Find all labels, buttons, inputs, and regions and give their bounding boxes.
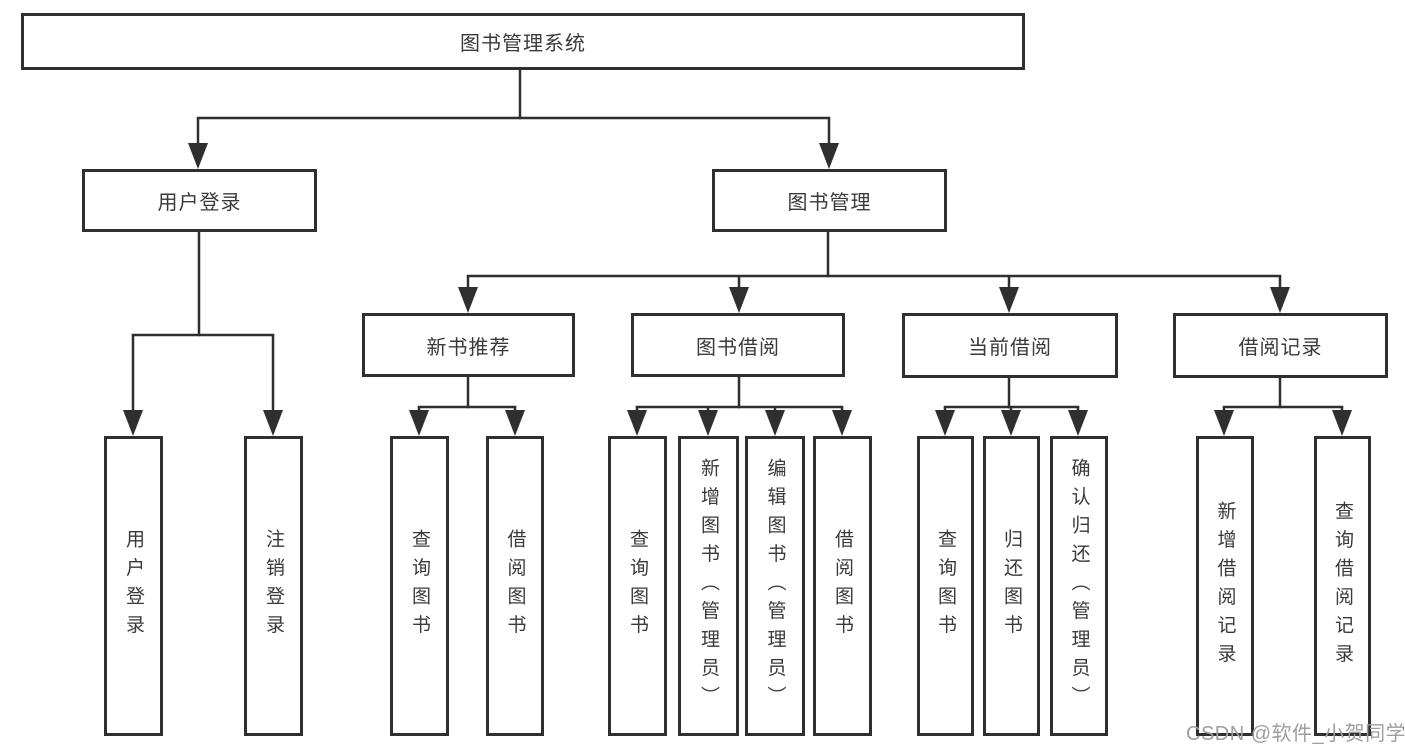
node-book-borrow-label: 图书借阅 bbox=[696, 336, 780, 359]
leaf-br-add-record: 新增借阅记录 bbox=[1196, 436, 1254, 736]
node-book-borrow: 图书借阅 bbox=[631, 313, 845, 377]
node-current-borrow-label: 当前借阅 bbox=[968, 337, 1052, 359]
arrowhead bbox=[505, 410, 525, 436]
leaf-bb-query-books: 查询图书 bbox=[608, 436, 667, 736]
leaf-user-login-label: 用户登录 bbox=[123, 529, 144, 643]
connector-user-login-children bbox=[123, 232, 283, 436]
leaf-cb-query-books: 查询图书 bbox=[917, 436, 974, 736]
arrowhead bbox=[819, 143, 839, 169]
node-root-label: 图书管理系统 bbox=[460, 33, 586, 55]
node-new-book-rec: 新书推荐 bbox=[362, 313, 575, 377]
arrowhead bbox=[999, 287, 1019, 313]
leaf-cb-confirm-return-admin: 确认归还（管理员） bbox=[1050, 436, 1108, 736]
arrowhead bbox=[1332, 410, 1352, 436]
node-user-login-label: 用户登录 bbox=[157, 192, 242, 214]
node-book-mgmt: 图书管理 bbox=[712, 169, 947, 232]
leaf-logout: 注销登录 bbox=[244, 436, 303, 736]
arrowhead bbox=[1068, 410, 1088, 436]
arrowhead bbox=[1214, 410, 1234, 436]
leaf-br-add-record-label: 新增借阅记录 bbox=[1214, 500, 1236, 672]
node-new-book-rec-label: 新书推荐 bbox=[426, 336, 511, 359]
arrowhead bbox=[409, 410, 429, 436]
arrowhead bbox=[1001, 410, 1021, 436]
node-borrow-record-label: 借阅记录 bbox=[1238, 337, 1323, 359]
leaf-bb-add-books-admin-label: 新增图书（管理员） bbox=[698, 457, 719, 715]
leaf-bb-borrow-books: 借阅图书 bbox=[813, 436, 872, 736]
leaf-bb-edit-books-admin: 编辑图书（管理员） bbox=[745, 436, 805, 736]
leaf-bb-add-books-admin: 新增图书（管理员） bbox=[678, 436, 739, 736]
leaf-bb-query-books-label: 查询图书 bbox=[627, 529, 648, 643]
connector-root-to-level2 bbox=[188, 69, 839, 169]
node-book-mgmt-label: 图书管理 bbox=[787, 192, 872, 214]
leaf-br-query-record-label: 查询借阅记录 bbox=[1332, 500, 1353, 672]
arrowhead bbox=[832, 410, 852, 436]
leaf-bb-edit-books-admin-label: 编辑图书（管理员） bbox=[764, 457, 786, 715]
connector-current-borrow-children bbox=[935, 377, 1088, 436]
arrowhead bbox=[729, 287, 749, 313]
arrowhead bbox=[458, 287, 478, 313]
leaf-cb-query-books-label: 查询图书 bbox=[935, 529, 956, 643]
node-user-login: 用户登录 bbox=[82, 169, 317, 232]
arrowhead bbox=[935, 410, 955, 436]
arrowhead bbox=[1270, 287, 1290, 313]
leaf-cb-return-books-label: 归还图书 bbox=[1001, 529, 1022, 643]
leaf-nb-query-books-label: 查询图书 bbox=[409, 529, 430, 643]
arrowhead bbox=[263, 410, 283, 436]
node-root: 图书管理系统 bbox=[21, 13, 1025, 70]
connector-new-book-rec-children bbox=[409, 377, 525, 436]
leaf-nb-query-books: 查询图书 bbox=[390, 436, 449, 736]
leaf-bb-borrow-books-label: 借阅图书 bbox=[832, 529, 853, 643]
leaf-nb-borrow-books-label: 借阅图书 bbox=[504, 529, 526, 643]
connector-book-mgmt-children bbox=[458, 232, 1290, 313]
watermark: CSDN @软件_小贺同学 bbox=[1186, 723, 1405, 745]
leaf-nb-borrow-books: 借阅图书 bbox=[486, 436, 544, 736]
arrowhead bbox=[188, 143, 208, 169]
connector-borrow-record-children bbox=[1214, 377, 1352, 436]
leaf-user-login: 用户登录 bbox=[104, 436, 163, 736]
connector-book-borrow-children bbox=[627, 377, 852, 436]
node-current-borrow: 当前借阅 bbox=[902, 313, 1118, 378]
arrowhead bbox=[627, 410, 647, 436]
arrowhead bbox=[698, 410, 718, 436]
leaf-cb-confirm-return-admin-label: 确认归还（管理员） bbox=[1068, 457, 1090, 715]
leaf-logout-label: 注销登录 bbox=[263, 529, 284, 643]
node-borrow-record: 借阅记录 bbox=[1173, 313, 1388, 378]
arrowhead bbox=[123, 410, 143, 436]
leaf-cb-return-books: 归还图书 bbox=[983, 436, 1040, 736]
leaf-br-query-record: 查询借阅记录 bbox=[1314, 436, 1371, 736]
arrowhead bbox=[765, 410, 785, 436]
